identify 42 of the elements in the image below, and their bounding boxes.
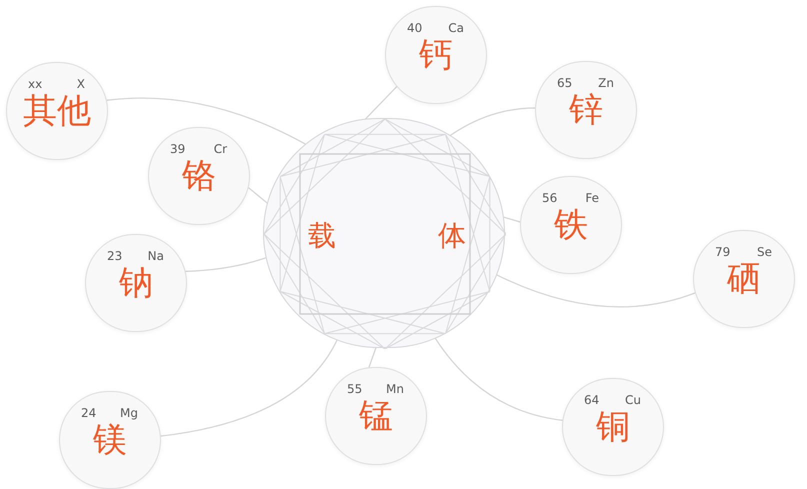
element-symbol: Se <box>757 245 772 259</box>
element-number: 24 <box>81 406 96 420</box>
element-number: 79 <box>715 245 730 259</box>
element-symbol: X <box>76 77 85 91</box>
element-number: 65 <box>557 76 572 90</box>
connector-line <box>434 337 563 421</box>
carrier-label: 载 <box>308 222 336 250</box>
connector-line <box>448 107 536 137</box>
element-name: 其他 <box>23 94 91 128</box>
connector-line <box>368 348 377 368</box>
element-symbol: Cr <box>214 142 227 156</box>
connector-line <box>504 216 520 223</box>
connector-line <box>248 187 268 204</box>
element-number: 64 <box>584 393 600 407</box>
element-name: 铁 <box>554 208 588 242</box>
element-symbol: Mn <box>386 382 404 396</box>
element-name: 铬 <box>182 159 216 193</box>
element-name: 钠 <box>119 266 153 300</box>
element-name: 硒 <box>727 262 761 296</box>
element-name: 锰 <box>359 399 393 433</box>
carrier-label: 体 <box>438 222 466 250</box>
element-symbol: Mg <box>120 406 138 420</box>
connector-line <box>160 338 338 437</box>
element-symbol: Zn <box>598 76 614 90</box>
element-symbol: Fe <box>585 191 599 205</box>
element-number: 39 <box>170 142 186 156</box>
element-number: 56 <box>542 191 558 205</box>
element-name: 铜 <box>596 410 630 444</box>
element-name: 镁 <box>93 423 127 457</box>
element-symbol: Ca <box>448 21 464 35</box>
connector-line <box>186 257 266 272</box>
element-symbol: Na <box>148 249 164 263</box>
element-name: 钙 <box>419 38 453 72</box>
element-number: 55 <box>347 382 362 396</box>
element-symbol: Cu <box>625 393 641 407</box>
connector-line <box>364 86 398 120</box>
element-number: xx <box>28 77 42 91</box>
element-name: 锌 <box>569 93 603 127</box>
element-number: 23 <box>107 249 122 263</box>
connector-line <box>496 274 696 308</box>
connector-line <box>106 98 307 146</box>
element-number: 40 <box>407 21 422 35</box>
